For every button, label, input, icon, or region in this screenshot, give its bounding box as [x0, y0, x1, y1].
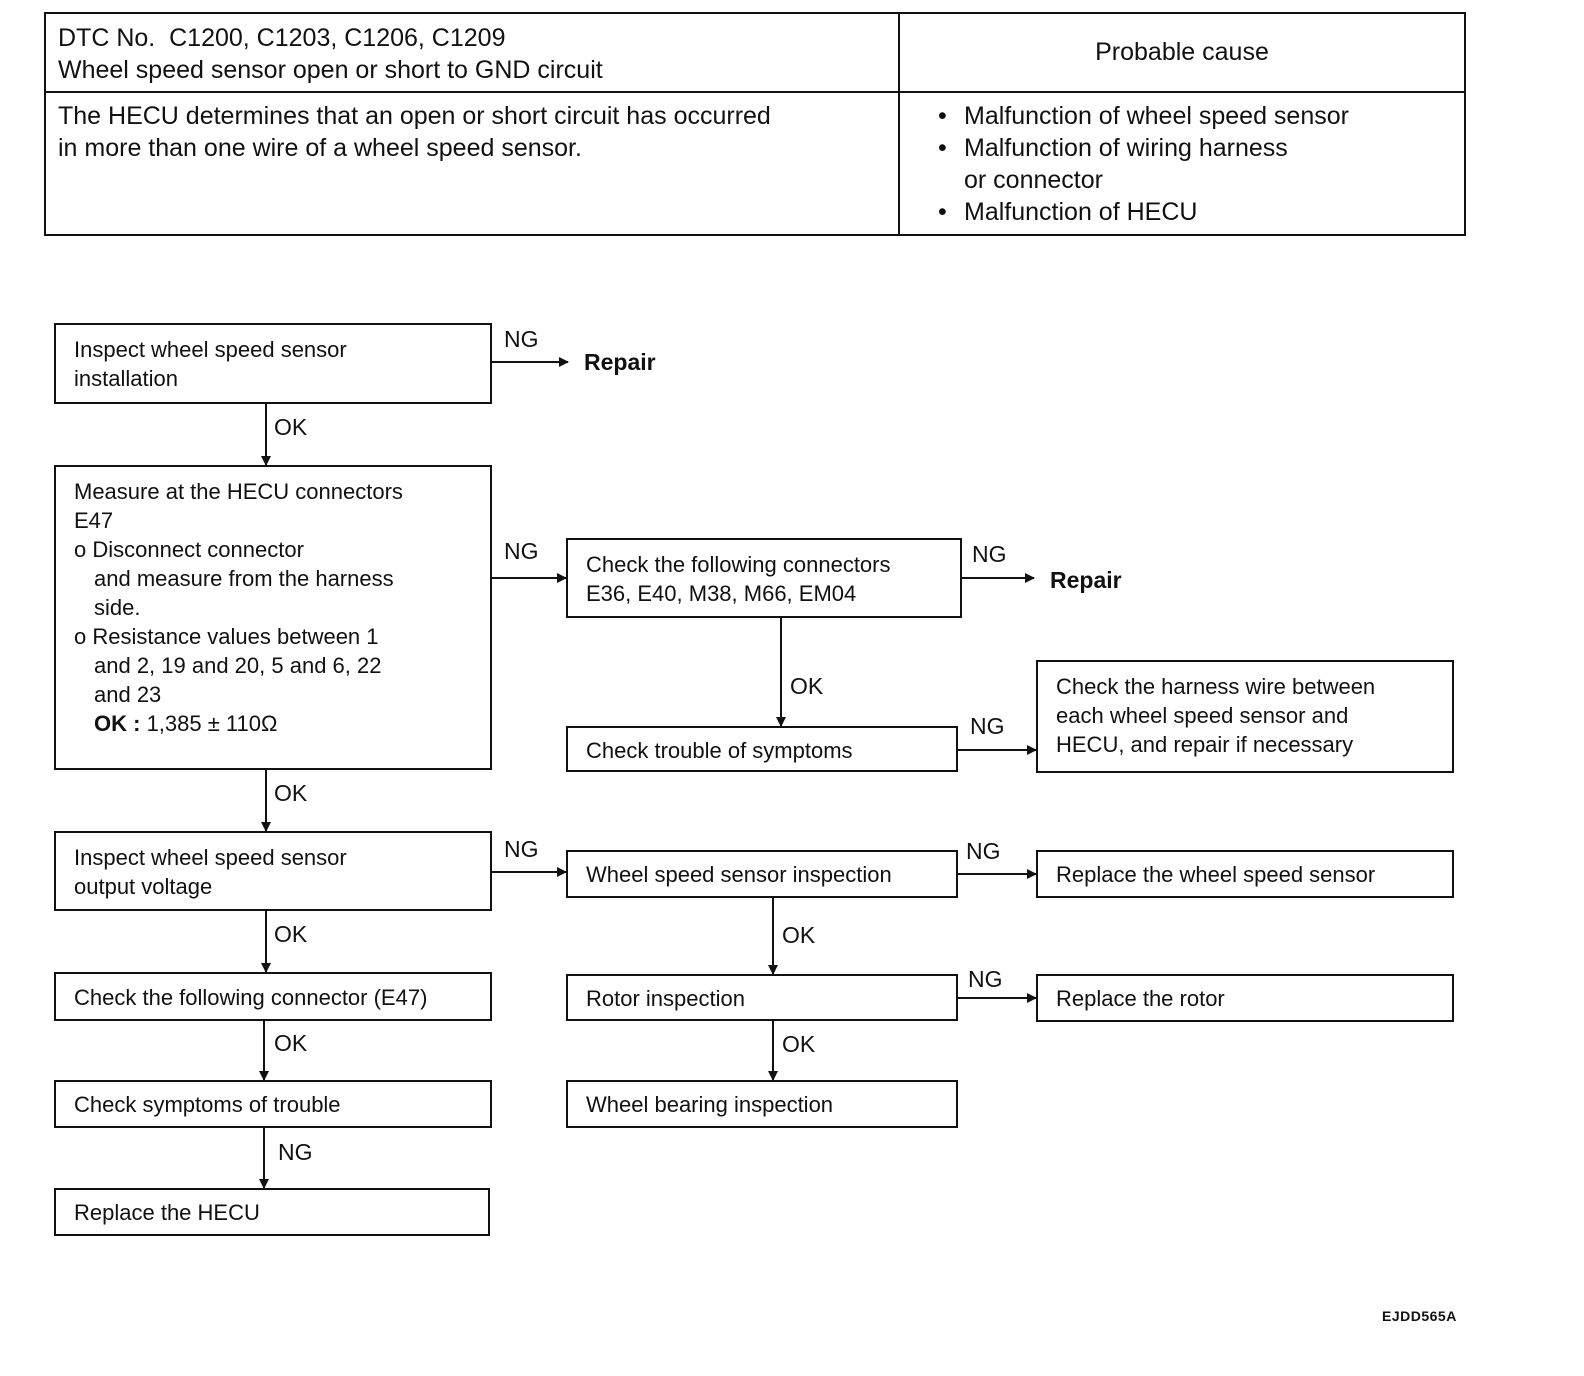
measure-bullet-cont: side.	[94, 595, 141, 620]
probable-cause-heading: Probable cause	[1095, 38, 1269, 66]
dtc-title: Wheel speed sensor open or short to GND …	[58, 56, 603, 84]
cause-item: Malfunction of HECU	[934, 196, 1454, 228]
ng-label: NG	[504, 836, 539, 862]
dtc-header-cell: DTC No. C1200, C1203, C1206, C1209 Wheel…	[58, 22, 888, 86]
ok-label: OK	[274, 1030, 308, 1056]
description-line: The HECU determines that an open or shor…	[58, 102, 771, 130]
inspect-installation-box: Inspect wheel speed sensor installation	[54, 323, 492, 404]
check-trouble-box: Check trouble of symptoms	[566, 726, 958, 772]
ok-label: OK	[274, 414, 308, 440]
replace-sensor-box: Replace the wheel speed sensor	[1036, 850, 1454, 898]
cause-item: Malfunction of wheel speed sensor	[934, 100, 1454, 132]
dtc-info-table: DTC No. C1200, C1203, C1206, C1209 Wheel…	[44, 12, 1466, 236]
rotor-inspection-box: Rotor inspection	[566, 974, 958, 1021]
measure-bullet: o Resistance values between 1	[74, 624, 379, 649]
ng-label: NG	[968, 966, 1003, 992]
measure-bullet-cont: and measure from the harness	[94, 566, 394, 591]
ng-label: NG	[504, 538, 539, 564]
dtc-number: DTC No. C1200, C1203, C1206, C1209	[58, 24, 506, 52]
ok-spec-value: 1,385 ± 110Ω	[140, 711, 278, 736]
replace-rotor-box: Replace the rotor	[1036, 974, 1454, 1022]
description-line: in more than one wire of a wheel speed s…	[58, 134, 582, 162]
ng-label: NG	[966, 838, 1001, 864]
ok-spec-label: OK :	[94, 711, 141, 736]
check-harness-box: Check the harness wire between each whee…	[1036, 660, 1454, 773]
dtc-description: The HECU determines that an open or shor…	[58, 100, 888, 164]
measure-bullet: o Disconnect connector	[74, 537, 304, 562]
measure-line: Measure at the HECU connectors	[74, 479, 403, 504]
figure-code: EJDD565A	[1382, 1308, 1457, 1324]
bearing-inspection-box: Wheel bearing inspection	[566, 1080, 958, 1128]
measure-bullet-cont: and 2, 19 and 20, 5 and 6, 22	[94, 653, 382, 678]
ok-spec: OK : 1,385 ± 110Ω	[74, 709, 472, 738]
check-symptoms-box: Check symptoms of trouble	[54, 1080, 492, 1128]
probable-cause-list: Malfunction of wheel speed sensor Malfun…	[934, 100, 1454, 228]
measure-connector: E47	[74, 508, 114, 533]
table-divider-vertical	[898, 14, 900, 234]
inspect-output-box: Inspect wheel speed sensor output voltag…	[54, 831, 492, 911]
ok-label: OK	[790, 673, 824, 699]
table-divider-horizontal	[46, 91, 1464, 93]
check-connectors-box: Check the following connectors E36, E40,…	[566, 538, 962, 618]
replace-hecu-box: Replace the HECU	[54, 1188, 490, 1236]
ok-label: OK	[782, 922, 816, 948]
ng-label: NG	[504, 326, 539, 352]
sensor-inspection-box: Wheel speed sensor inspection	[566, 850, 958, 898]
ng-label: NG	[970, 713, 1005, 739]
repair-label: Repair	[584, 349, 656, 375]
ok-label: OK	[274, 921, 308, 947]
cause-item: Malfunction of wiring harness or connect…	[934, 132, 1454, 196]
check-e47-box: Check the following connector (E47)	[54, 972, 492, 1021]
measure-hecu-box: Measure at the HECU connectors E47 o Dis…	[54, 465, 492, 770]
measure-bullet-cont: and 23	[94, 682, 162, 707]
ng-label: NG	[278, 1139, 313, 1165]
ok-label: OK	[274, 780, 308, 806]
ok-label: OK	[782, 1031, 816, 1057]
ng-label: NG	[972, 541, 1007, 567]
repair-label: Repair	[1050, 567, 1122, 593]
